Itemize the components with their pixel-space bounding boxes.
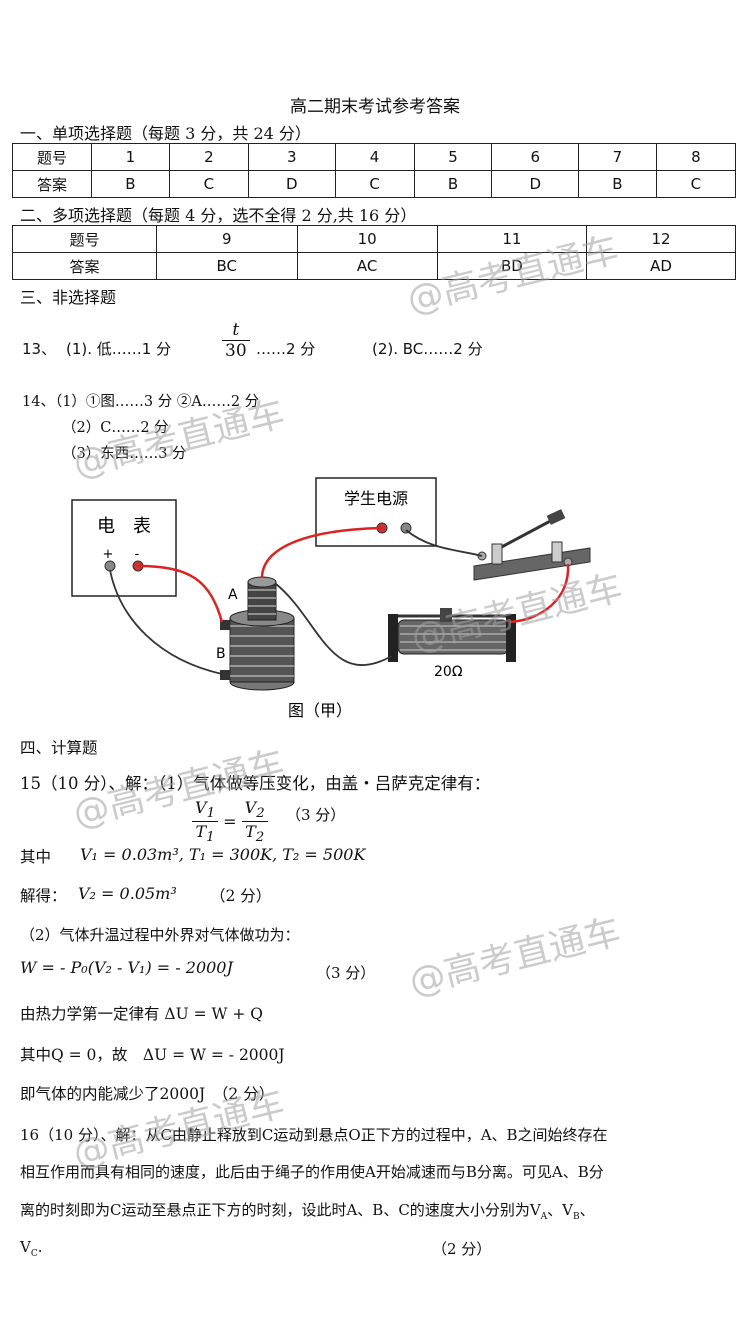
question-number-cell: 10 bbox=[296, 225, 438, 253]
switch-base bbox=[473, 547, 591, 581]
minus-sign: - bbox=[135, 547, 140, 562]
question-number-cell: 1 bbox=[91, 143, 170, 171]
black-wire-coil-rheostat bbox=[275, 583, 393, 666]
watermark: @高考直通车 bbox=[405, 911, 625, 1004]
switch-post-left bbox=[491, 543, 503, 565]
q15-solve-prefix: 解得： bbox=[20, 887, 67, 905]
q15-first-law: 由热力学第一定律有 ΔU = W + Q bbox=[20, 1005, 264, 1023]
q13-fraction: t 30 bbox=[222, 320, 250, 361]
q16-line2: 相互作用而具有相同的速度，此后由于绳子的作用使A开始减速而与B分离。可见A、B分 bbox=[20, 1163, 604, 1181]
switch-post-right bbox=[551, 541, 563, 563]
page-title: 高二期末考试参考答案 bbox=[290, 97, 460, 117]
q15-equation-score: （3 分） bbox=[286, 806, 346, 824]
answer-cell: B bbox=[91, 170, 170, 198]
figure-caption: 图（甲） bbox=[288, 701, 352, 720]
answer-cell: B bbox=[578, 170, 657, 198]
coil-b-terminal-bottom bbox=[220, 670, 230, 680]
question-number-cell: 7 bbox=[578, 143, 657, 171]
q16-line3-text: 离的时刻即为C运动至悬点正下方的时刻，设此时A、B、C的速度大小分别为V bbox=[20, 1201, 541, 1219]
answer-cell: B bbox=[413, 170, 493, 198]
coil-a bbox=[247, 576, 277, 621]
rheostat bbox=[388, 608, 516, 662]
q15-work-score: （3 分） bbox=[316, 964, 376, 982]
q16-line4: VC. bbox=[20, 1238, 43, 1259]
circuit-figure: 电 表 + - 学生电源 A B bbox=[71, 477, 591, 720]
q16-v: V bbox=[20, 1238, 31, 1256]
black-wire-meter-coil bbox=[109, 569, 223, 675]
red-wire-meter-coil bbox=[137, 564, 224, 623]
label-b: B bbox=[216, 646, 226, 662]
row-label-question: 题号 bbox=[12, 225, 157, 253]
question-number-cell: 4 bbox=[334, 143, 415, 171]
answer-cell: BC bbox=[156, 252, 298, 280]
q14-line1: 14、（1）①图……3 分 ②A……2 分 bbox=[22, 394, 260, 410]
question-number-cell: 9 bbox=[156, 225, 298, 253]
q16-line3: 离的时刻即为C运动至悬点正下方的时刻，设此时A、B、C的速度大小分别为VA、VB… bbox=[20, 1201, 595, 1222]
resistor-value: 20Ω bbox=[434, 664, 463, 680]
row-label-question: 题号 bbox=[12, 143, 92, 171]
q15-work: W = - P₀(V₂ - V₁) = - 2000J bbox=[20, 958, 233, 977]
q13-number: 13、 bbox=[22, 340, 57, 358]
q13-part3: (2). BC……2 分 bbox=[372, 340, 483, 358]
question-number-cell: 8 bbox=[655, 143, 737, 171]
answer-cell: C bbox=[655, 170, 737, 198]
q15-part2: （2）气体升温过程中外界对气体做功为： bbox=[20, 926, 300, 944]
answer-cell: AC bbox=[296, 252, 438, 280]
label-a: A bbox=[228, 587, 238, 603]
row-label-answer: 答案 bbox=[12, 252, 157, 280]
section3-heading: 三、非选择题 bbox=[20, 288, 117, 307]
section1-heading: 一、单项选择题（每题 3 分，共 24 分） bbox=[20, 124, 311, 143]
fraction-denominator: 30 bbox=[225, 341, 247, 361]
row-label-answer: 答案 bbox=[12, 170, 92, 198]
meter-box bbox=[71, 499, 177, 597]
q16-sub-a: A bbox=[540, 1212, 548, 1222]
power-box bbox=[315, 477, 437, 547]
q15-solve: V₂ = 0.05m³ bbox=[78, 884, 177, 903]
red-wire-switch-rheostat bbox=[509, 563, 570, 624]
question-number-cell: 6 bbox=[491, 143, 579, 171]
q14-line3: （3）东西……3 分 bbox=[62, 446, 187, 462]
coil-b-terminal-top bbox=[220, 620, 230, 630]
switch-blade bbox=[495, 516, 557, 552]
answer-cell: AD bbox=[585, 252, 737, 280]
q16-sub-c: C bbox=[30, 1249, 38, 1259]
section2-heading: 二、多项选择题（每题 4 分，选不全得 2 分,共 16 分） bbox=[20, 206, 417, 225]
answer-cell: D bbox=[247, 170, 336, 198]
q15-given: V₁ = 0.03m³, T₁ = 300K, T₂ = 500K bbox=[80, 845, 366, 864]
red-wire-coil-power bbox=[260, 526, 383, 579]
q13-part1: (1). 低……1 分 bbox=[66, 340, 172, 358]
power-label: 学生电源 bbox=[344, 489, 408, 508]
q15-heading: 15（10 分）、解：（1）气体做等压变化，由盖・吕萨克定律有： bbox=[20, 774, 491, 793]
coil-b bbox=[229, 609, 295, 691]
answer-cell: C bbox=[334, 170, 415, 198]
q15-result: 即气体的内能减少了2000J （2 分） bbox=[20, 1085, 275, 1103]
q15-solve-score: （2 分） bbox=[210, 887, 272, 905]
meter-terminal-plus bbox=[104, 560, 116, 572]
q13-part2: ……2 分 bbox=[256, 340, 316, 358]
q15-q-zero: 其中Q = 0，故 ΔU = W = - 2000J bbox=[20, 1046, 285, 1064]
fraction-numerator: t bbox=[222, 320, 250, 341]
q15-given-prefix: 其中 bbox=[20, 848, 52, 866]
q14-line2: （2）C……2 分 bbox=[62, 420, 169, 436]
q16-sub-b: B bbox=[573, 1212, 580, 1222]
black-wire-power-switch bbox=[405, 529, 483, 557]
question-number-cell: 3 bbox=[247, 143, 336, 171]
question-number-cell: 11 bbox=[436, 225, 587, 253]
q16-line1: 16（10 分）、解：从C由静止释放到C运动到悬点O正下方的过程中，A、B之间始… bbox=[20, 1126, 608, 1144]
section4-heading: 四、计算题 bbox=[20, 739, 98, 757]
question-number-cell: 2 bbox=[168, 143, 249, 171]
power-terminal-gray bbox=[400, 522, 412, 534]
plus-sign: + bbox=[103, 547, 114, 562]
question-number-cell: 12 bbox=[585, 225, 737, 253]
question-number-cell: 5 bbox=[413, 143, 493, 171]
answer-cell: C bbox=[168, 170, 249, 198]
answer-cell: D bbox=[491, 170, 579, 198]
q16-score: （2 分） bbox=[432, 1240, 492, 1258]
switch-handle bbox=[546, 509, 566, 525]
meter-label: 电 表 bbox=[97, 516, 151, 537]
answer-cell: BD bbox=[436, 252, 587, 280]
